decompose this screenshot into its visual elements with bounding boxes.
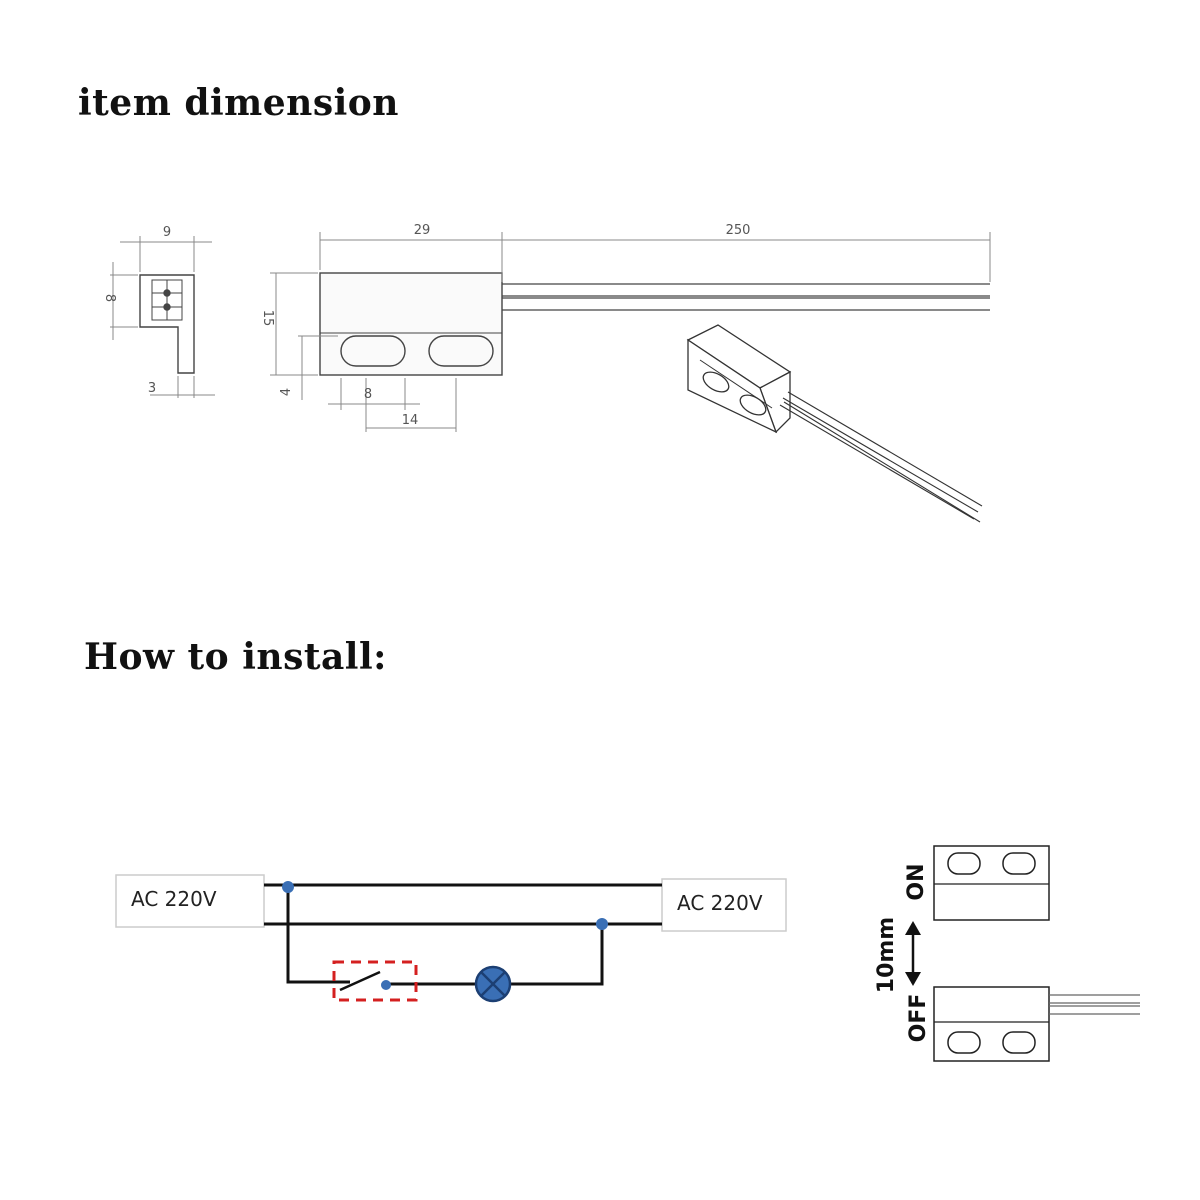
- front-view-drawing: [319, 272, 990, 376]
- magnet-on-hole-right: [1002, 852, 1036, 875]
- iso-cable: [779, 391, 983, 523]
- side-view-drawing: [139, 274, 195, 374]
- mount-hole-left: [340, 335, 406, 367]
- install-heading: How to install:: [84, 636, 387, 678]
- hole-spacing-label: 14: [402, 413, 419, 428]
- side-height-label: 8: [102, 294, 117, 302]
- branch-left-wire: [286, 885, 350, 984]
- left-source-box: [115, 874, 265, 928]
- gap-distance-label: 10mm: [874, 917, 899, 993]
- sensor-off-hole-right: [1002, 1031, 1036, 1054]
- side-view-dimension-lines: [110, 236, 215, 398]
- sensor-off-hole-left: [947, 1031, 981, 1054]
- front-view-dimension-lines: [270, 232, 991, 432]
- right-source-label: AC 220V: [677, 891, 763, 915]
- switch-lever: [339, 970, 381, 992]
- switch-contact: [381, 980, 391, 990]
- side-base-label: 3: [148, 381, 156, 396]
- lamp-icon: [474, 965, 512, 1003]
- wiring-diagram: AC 220V AC 220V: [115, 874, 787, 1003]
- mount-hole-right: [428, 335, 494, 367]
- sensor-off-cable: [1049, 994, 1140, 1015]
- branch-right-wire: [510, 924, 604, 986]
- isometric-view-drawing: [686, 324, 983, 523]
- gap-arrow: [905, 921, 921, 986]
- left-source-label: AC 220V: [131, 887, 217, 911]
- dimension-heading: item dimension: [78, 82, 399, 124]
- right-source-box: [661, 878, 787, 932]
- sensor-body: [319, 272, 503, 376]
- body-height-label: 15: [260, 310, 275, 327]
- node-right: [596, 918, 608, 930]
- side-width-label: 9: [163, 225, 171, 240]
- off-label: OFF: [906, 994, 931, 1043]
- iso-hole-right: [739, 394, 767, 416]
- gap-diagram: ON 10mm OFF: [874, 845, 1140, 1062]
- magnet-on-hole-left: [947, 852, 981, 875]
- iso-hole-left: [702, 371, 730, 393]
- hole-width-label: 8: [364, 387, 372, 402]
- body-length-label: 29: [414, 223, 431, 238]
- hole-offset-label: 4: [279, 388, 294, 396]
- on-label: ON: [904, 863, 929, 900]
- side-view-outline: [139, 274, 195, 374]
- cable-length-label: 250: [726, 223, 751, 238]
- node-left: [282, 881, 294, 893]
- reed-switch-box: [332, 960, 418, 1002]
